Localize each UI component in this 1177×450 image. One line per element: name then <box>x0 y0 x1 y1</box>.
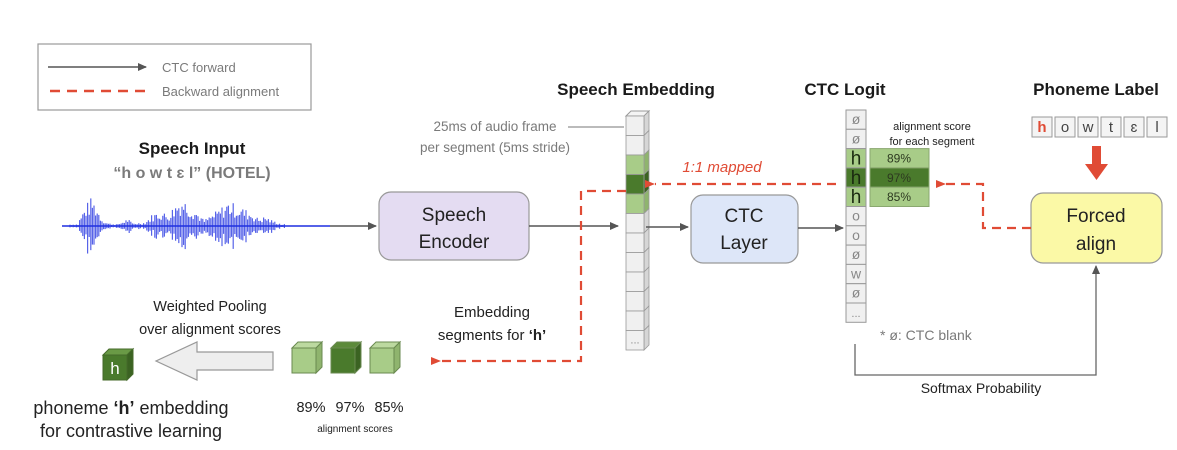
speech-embedding-title: Speech Embedding <box>557 80 715 99</box>
logit-cell-label: o <box>852 208 860 224</box>
segment-note-line2: per segment (5ms stride) <box>420 140 570 155</box>
ctc-logit-column: øøhhhooøwø... <box>845 109 867 323</box>
alignment-cube <box>290 340 324 375</box>
logit-cell-label: ø <box>852 285 861 301</box>
phoneme-cell-label: o <box>1061 119 1069 136</box>
alignment-score-cell: 85% <box>869 186 930 207</box>
logit-cell: ø <box>845 244 867 265</box>
pooling-score: 97% <box>335 400 364 416</box>
embedding-segment <box>625 227 650 254</box>
embedding-segments-line1: Embedding <box>454 304 530 321</box>
logit-cell: h <box>845 148 867 170</box>
alignment-score-cell: 89% <box>869 148 930 169</box>
waveform-icon <box>62 198 330 254</box>
mapping-label: 1:1 mapped <box>682 159 762 176</box>
phoneme-cell-label: l <box>1155 119 1158 136</box>
pooling-scores-caption: alignment scores <box>317 424 393 435</box>
logit-cell: ø <box>845 128 867 150</box>
pooling-line1: Weighted Pooling <box>153 299 266 315</box>
pooling-line2: over alignment scores <box>139 322 281 338</box>
logit-cell-label: ø <box>852 111 861 127</box>
alignment-cubes <box>290 340 402 375</box>
logit-cell: h <box>845 186 867 208</box>
logit-cell-label: h <box>851 168 862 189</box>
legend-forward-label: CTC forward <box>162 60 236 75</box>
phoneme-label-title: Phoneme Label <box>1033 80 1159 99</box>
legend: CTC forward Backward alignment <box>37 43 312 111</box>
logit-cell: ... <box>845 302 867 323</box>
embedding-segment <box>625 266 650 293</box>
embedding-segment <box>625 188 650 215</box>
alignment-cube <box>329 340 363 375</box>
embedding-segment <box>625 149 650 176</box>
speech-encoder-line1: Speech <box>422 205 486 226</box>
phoneme-cell: ɛ <box>1123 116 1145 138</box>
pooling-arrow-icon <box>154 341 274 381</box>
speech-input-transcript: “h o w t ɛ l” (HOTEL) <box>113 165 270 182</box>
arrow-embedding-to-pooling <box>431 189 626 365</box>
speech-embedding-column: ... <box>624 110 651 351</box>
alignment-score-value: 85% <box>887 190 911 204</box>
pooling-score: 89% <box>296 400 325 416</box>
logit-cell: o <box>845 225 867 246</box>
logit-cell-label: ø <box>852 130 861 146</box>
forced-align-line1: Forced <box>1066 206 1125 227</box>
arrow-softmax-to-align <box>854 265 1100 376</box>
phoneme-cube-label: h <box>110 359 119 378</box>
alignment-score-cell: 97% <box>869 167 930 188</box>
phoneme-cell-label: h <box>1037 119 1046 136</box>
logit-cell-label: w <box>850 265 862 281</box>
down-arrow-icon <box>1085 146 1108 180</box>
ctc-layer-block: CTC Layer <box>690 194 799 264</box>
score-caption-line2: for each segment <box>890 136 975 148</box>
forced-align-block: Forced align <box>1030 192 1163 264</box>
phoneme-cell: l <box>1146 116 1168 138</box>
phoneme-cell: h <box>1031 116 1053 138</box>
ctc-blank-note: * ø: CTC blank <box>880 327 973 343</box>
phoneme-cell-label: t <box>1109 119 1114 136</box>
arrow-align-to-logit <box>936 180 1031 230</box>
speech-input-title: Speech Input <box>139 139 246 158</box>
alignment-score-value: 97% <box>887 171 911 185</box>
embedding-ellipsis: ... <box>630 335 639 347</box>
phoneme-embedding-cube: h <box>101 347 135 382</box>
alignment-cube <box>368 340 402 375</box>
logit-cell-label: o <box>852 227 860 243</box>
score-caption-line1: alignment score <box>893 121 971 133</box>
logit-cell-label: h <box>851 187 862 208</box>
logit-cell: w <box>845 263 867 285</box>
logit-cell-label: h <box>851 149 862 170</box>
forced-align-line2: align <box>1076 234 1116 255</box>
phoneme-cell-label: ɛ <box>1131 119 1138 136</box>
ctc-logit-title: CTC Logit <box>804 80 886 99</box>
phoneme-embedding-line1: phoneme ‘h’ embedding <box>33 398 228 418</box>
phoneme-embedding-line2: for contrastive learning <box>40 421 222 441</box>
segment-note-line1: 25ms of audio frame <box>433 119 556 134</box>
embedding-segment <box>625 129 650 156</box>
alignment-score-column: 89% 97% 85% <box>869 148 930 207</box>
legend-backward-label: Backward alignment <box>162 84 279 99</box>
phoneme-cell: o <box>1054 116 1076 138</box>
phoneme-cell: w <box>1077 116 1099 138</box>
ctc-layer-line2: Layer <box>720 233 768 254</box>
logit-cell-label: ... <box>851 308 860 320</box>
logit-cell: h <box>845 167 867 189</box>
embedding-segment: ... <box>625 324 650 351</box>
pooling-score: 85% <box>374 400 403 416</box>
alignment-score-value: 89% <box>887 152 911 166</box>
logit-cell: o <box>845 206 867 227</box>
logit-cell: ø <box>845 283 867 304</box>
softmax-label: Softmax Probability <box>921 380 1042 396</box>
phoneme-cell-label: w <box>1082 119 1094 136</box>
ctc-layer-line1: CTC <box>724 206 763 227</box>
phoneme-cell: t <box>1100 116 1122 138</box>
speech-encoder-block: Speech Encoder <box>378 191 530 261</box>
speech-encoder-line2: Encoder <box>419 232 490 253</box>
logit-cell: ø <box>845 109 867 130</box>
embedding-segments-line2: segments for ‘h’ <box>438 327 546 344</box>
logit-cell-label: ø <box>852 246 861 262</box>
